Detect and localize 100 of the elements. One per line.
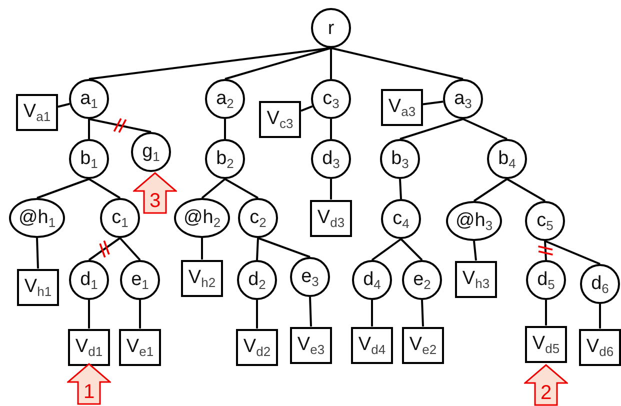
tree-edge	[473, 240, 477, 261]
node-label: V$_{h2}$	[188, 268, 216, 288]
tree-edge	[224, 47, 332, 80]
node-label: @h$_{3}$	[455, 210, 493, 232]
tree-edge	[330, 47, 464, 80]
node-label: b$_{2}$	[216, 148, 234, 170]
ellipse-node	[9, 198, 65, 238]
node-label: a$_{2}$	[216, 88, 234, 110]
ellipse-node	[174, 198, 230, 238]
value-box	[351, 326, 393, 364]
node-label: b$_{1}$	[80, 148, 98, 170]
value-box	[68, 328, 110, 366]
tree-edge	[139, 300, 141, 328]
circle-node	[580, 264, 620, 304]
value-box	[16, 94, 58, 130]
node-label: c$_{5}$	[536, 210, 554, 232]
circle-node	[311, 79, 351, 119]
circle-node	[205, 79, 245, 119]
tree-edge	[201, 178, 226, 199]
callout-number: 2	[540, 383, 552, 403]
tree-edge	[421, 300, 424, 327]
value-box	[236, 328, 278, 366]
node-label: V$_{c3}$	[266, 108, 294, 130]
node-label: c$_{4}$	[392, 208, 410, 230]
value-box	[17, 268, 59, 306]
tree-edge	[88, 300, 90, 328]
value-box	[455, 260, 497, 298]
tree-edge	[224, 178, 258, 199]
circle-node	[69, 79, 109, 119]
node-label: V$_{h3}$	[462, 268, 490, 290]
tree-edge	[400, 118, 464, 140]
node-label: c$_{1}$	[112, 208, 128, 228]
tree-edge	[422, 100, 444, 106]
node-label: r	[328, 18, 334, 38]
tree-edge	[371, 238, 402, 261]
tree-edge	[309, 296, 312, 327]
value-box	[525, 326, 567, 362]
circle-node	[120, 260, 160, 300]
node-label: V$_{a3}$	[388, 96, 416, 118]
tree-edge	[58, 102, 70, 108]
tree-edge	[201, 238, 203, 260]
node-label: V$_{d6}$	[586, 336, 614, 358]
circle-node	[205, 139, 245, 179]
circle-node	[380, 139, 420, 179]
node-label: @h$_{2}$	[183, 208, 221, 228]
circle-node	[443, 79, 483, 119]
node-label: V$_{d1}$	[75, 336, 103, 358]
node-label: c$_{2}$	[250, 208, 266, 228]
node-label: @h$_{1}$	[18, 208, 56, 228]
node-label: V$_{d5}$	[532, 334, 560, 354]
tree-edge	[256, 300, 258, 328]
tree-edge	[258, 237, 310, 258]
node-label: d$_{5}$	[537, 270, 555, 290]
circle-node	[487, 139, 527, 179]
value-box	[259, 100, 301, 138]
tree-edge	[88, 118, 152, 133]
node-label: V$_{a1}$	[23, 102, 51, 122]
tree-edge	[506, 178, 546, 202]
value-box	[310, 200, 352, 236]
node-label: d$_{6}$	[591, 274, 609, 294]
node-label: a$_{3}$	[454, 88, 472, 110]
tree-edge	[300, 105, 313, 112]
tree-edge	[599, 304, 601, 328]
circle-node	[100, 198, 140, 238]
circle-node	[131, 132, 171, 172]
tree-edge	[544, 240, 600, 265]
node-label: d$_{3}$	[322, 148, 340, 170]
tree-edge	[88, 119, 90, 139]
tree-edge	[330, 48, 332, 79]
tree-edge	[256, 238, 259, 260]
value-box	[381, 88, 423, 126]
tree-edge	[36, 238, 39, 269]
node-label: V$_{d4}$	[358, 334, 386, 356]
circle-node	[290, 257, 330, 297]
callout-number: 3	[149, 191, 161, 211]
value-box	[119, 328, 161, 366]
tree-edge	[400, 238, 423, 261]
node-label: d$_{1}$	[80, 270, 98, 290]
circle-node	[311, 8, 351, 48]
node-label: V$_{h1}$	[24, 276, 52, 298]
node-label: e$_{2}$	[413, 270, 431, 290]
circle-node	[69, 260, 109, 300]
tree-edge	[88, 178, 121, 199]
callout-number: 1	[83, 382, 95, 402]
tree-edge	[473, 178, 508, 202]
circle-node	[526, 260, 566, 300]
tree-edge	[544, 240, 547, 260]
tree-edge	[371, 300, 373, 326]
node-label: c$_{3}$	[322, 88, 340, 110]
circle-node	[69, 139, 109, 179]
value-box	[579, 328, 621, 366]
node-label: V$_{e3}$	[297, 334, 325, 356]
tree-edge	[36, 178, 90, 199]
node-label: b$_{3}$	[391, 148, 409, 170]
value-box	[290, 326, 332, 364]
tree-edge	[545, 300, 547, 326]
tree-edge	[330, 179, 332, 200]
value-box	[181, 260, 223, 296]
node-label: g$_{1}$	[142, 142, 160, 162]
circle-node	[311, 139, 351, 179]
